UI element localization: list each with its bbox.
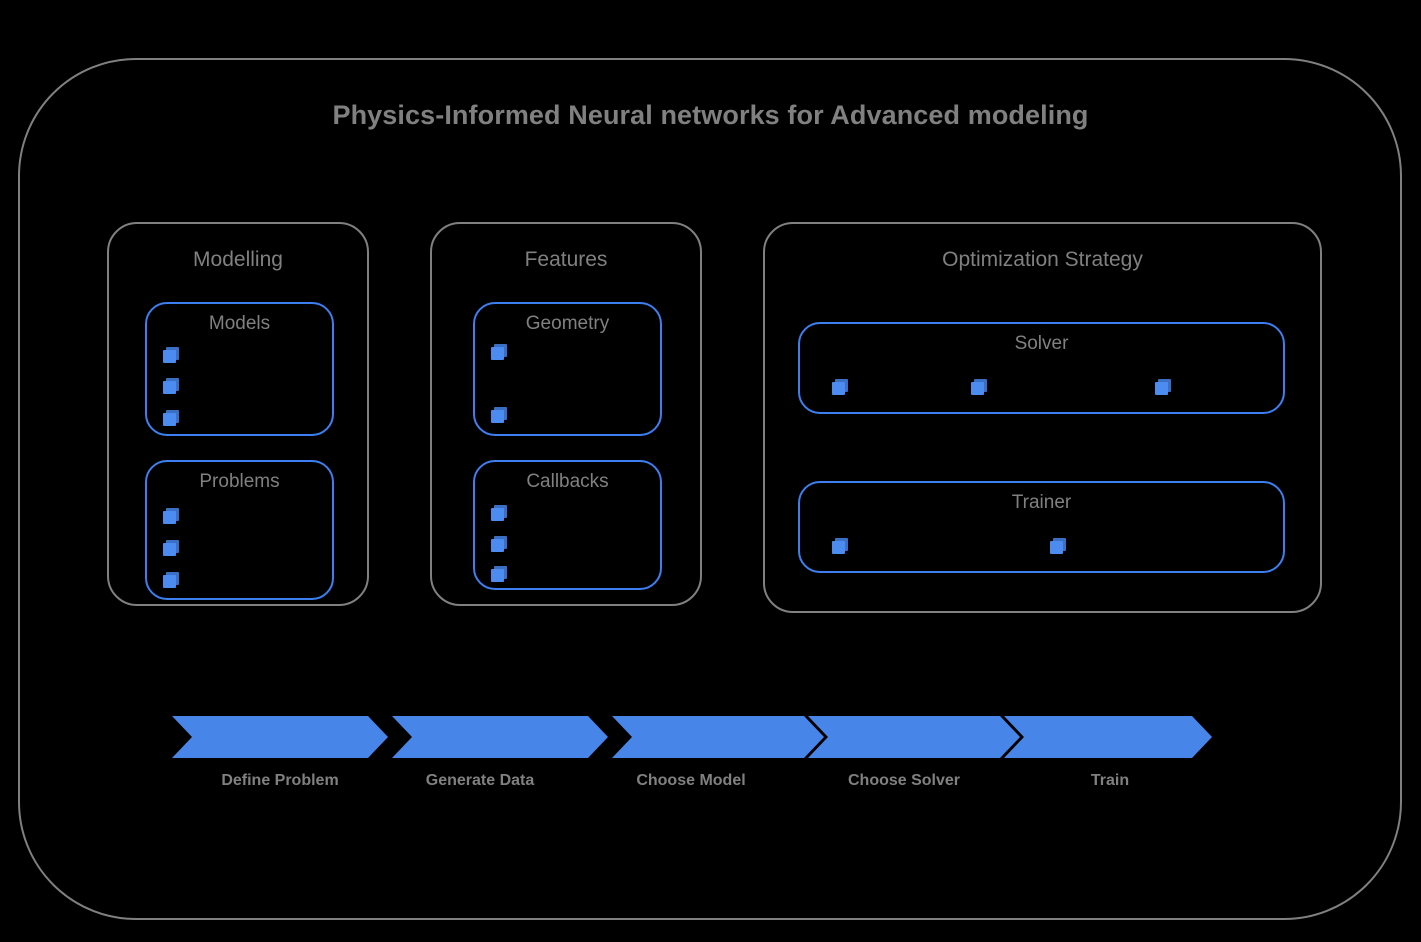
group-title-modelling: Modelling: [193, 248, 283, 271]
marker-face: [163, 413, 176, 426]
group-optimization-strategy: Optimization Strategy: [763, 222, 1322, 613]
item-marker[interactable]: [491, 505, 507, 522]
item-marker[interactable]: [163, 540, 179, 557]
group-features: Features: [430, 222, 702, 606]
item-marker[interactable]: [1155, 379, 1171, 396]
pipeline-label-generate-data: Generate Data: [425, 772, 535, 789]
item-marker[interactable]: [491, 566, 507, 583]
marker-face: [832, 541, 845, 554]
marker-face: [971, 382, 984, 395]
item-marker[interactable]: [491, 536, 507, 553]
marker-face: [491, 410, 504, 423]
panel-models[interactable]: Models: [145, 302, 334, 436]
item-marker[interactable]: [163, 347, 179, 364]
pipeline-step-generate-data[interactable]: [392, 716, 608, 758]
item-marker[interactable]: [163, 410, 179, 427]
item-marker[interactable]: [163, 508, 179, 525]
item-marker[interactable]: [491, 344, 507, 361]
panel-trainer[interactable]: Trainer: [798, 481, 1285, 573]
marker-face: [163, 543, 176, 556]
panel-solver[interactable]: Solver: [798, 322, 1285, 414]
page-title: Physics-Informed Neural networks for Adv…: [332, 100, 1089, 130]
item-marker[interactable]: [832, 379, 848, 396]
panel-geometry[interactable]: Geometry: [473, 302, 662, 436]
pipeline-label-choose-model: Choose Model: [636, 772, 746, 789]
marker-face: [491, 508, 504, 521]
marker-face: [1155, 382, 1168, 395]
group-modelling: Modelling: [107, 222, 369, 606]
item-marker[interactable]: [163, 572, 179, 589]
pipeline-step-choose-solver[interactable]: [808, 716, 1020, 758]
panel-title-models: Models: [208, 313, 271, 334]
item-marker[interactable]: [491, 407, 507, 424]
item-marker[interactable]: [163, 378, 179, 395]
item-marker[interactable]: [832, 538, 848, 555]
panel-title-solver: Solver: [1014, 333, 1069, 354]
marker-face: [163, 381, 176, 394]
pipeline-step-define-problem[interactable]: [172, 716, 388, 758]
panel-callbacks[interactable]: Callbacks: [473, 460, 662, 590]
pipeline-step-train[interactable]: [1004, 716, 1212, 758]
panel-title-trainer: Trainer: [1011, 492, 1072, 513]
panel-problems[interactable]: Problems: [145, 460, 334, 600]
marker-face: [491, 569, 504, 582]
pipeline-label-train: Train: [1090, 772, 1130, 789]
marker-face: [491, 347, 504, 360]
marker-face: [163, 511, 176, 524]
marker-face: [832, 382, 845, 395]
panel-title-geometry: Geometry: [525, 313, 610, 334]
marker-face: [163, 350, 176, 363]
panel-title-problems: Problems: [199, 471, 280, 492]
pipeline-label-choose-solver: Choose Solver: [847, 772, 961, 789]
marker-face: [491, 539, 504, 552]
pipeline-step-choose-model[interactable]: [612, 716, 824, 758]
marker-face: [163, 575, 176, 588]
pipeline-flow: [172, 716, 1212, 758]
item-marker[interactable]: [1050, 538, 1066, 555]
group-title-optimization-strategy: Optimization Strategy: [942, 248, 1143, 271]
group-title-features: Features: [524, 248, 608, 271]
item-marker[interactable]: [971, 379, 987, 396]
panel-title-callbacks: Callbacks: [526, 471, 609, 492]
marker-face: [1050, 541, 1063, 554]
outer-frame: [18, 58, 1402, 920]
pipeline-label-define-problem: Define Problem: [221, 772, 339, 789]
